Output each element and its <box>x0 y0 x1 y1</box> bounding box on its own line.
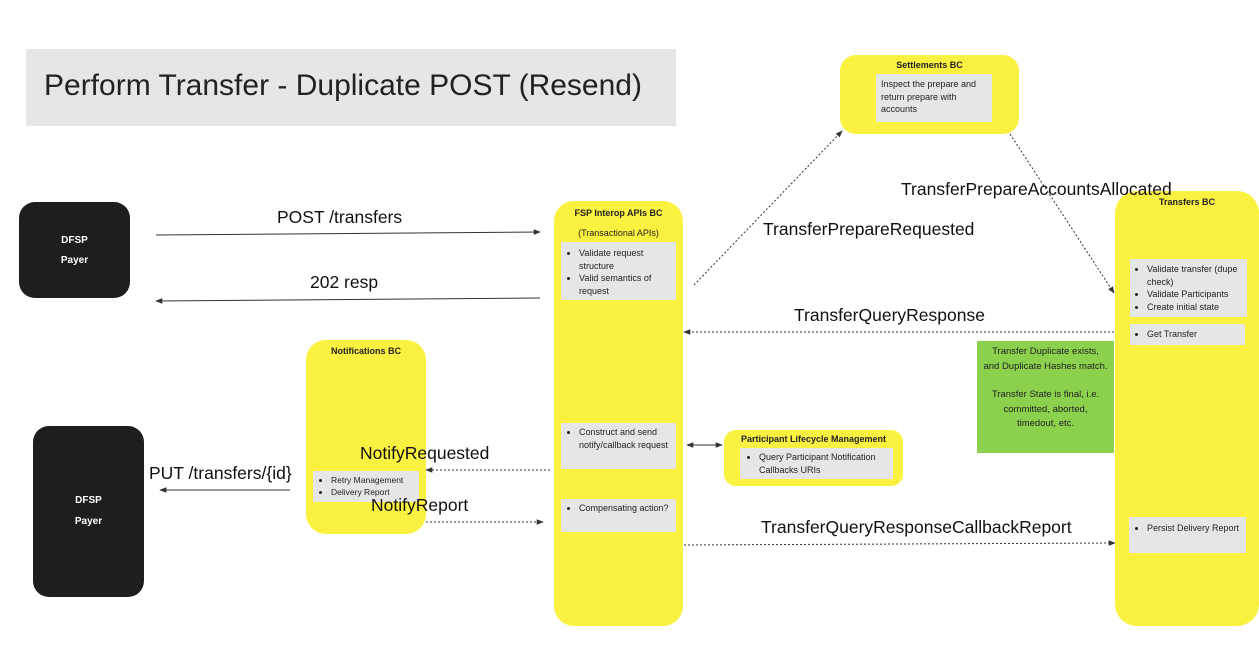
compensating-action-card: Compensating action? <box>561 499 676 532</box>
put-transfers-label: PUT /transfers/{id} <box>149 463 292 483</box>
title-banner <box>26 49 676 126</box>
list-item: Persist Delivery Report <box>1147 522 1242 535</box>
inspect-prepare-card: Inspect the prepare and return prepare w… <box>876 74 992 122</box>
notify-requested-label: NotifyRequested <box>360 443 490 463</box>
notifications-bc[interactable]: Notifications BC Retry Management Delive… <box>306 340 426 534</box>
participant-title: Participant Lifecycle Management <box>740 434 887 444</box>
retry-management-card: Retry Management Delivery Report <box>313 471 419 502</box>
transfers-title: Transfers BC <box>1158 197 1216 207</box>
list-item: Delivery Report <box>331 486 415 498</box>
page-title: Perform Transfer - Duplicate POST (Resen… <box>44 69 642 102</box>
participant-lifecycle-management[interactable]: Participant Lifecycle Management Query P… <box>724 430 903 486</box>
dfsp-label: DFSP <box>75 495 102 506</box>
prepare-requested-arrow <box>693 130 843 286</box>
fsp-interop-title: FSP Interop APIs BC <box>574 208 663 218</box>
dfsp-payer-top[interactable]: DFSP Payer <box>19 202 130 298</box>
duplicate-note: Transfer Duplicate exists, and Duplicate… <box>977 341 1114 453</box>
query-response-label: TransferQueryResponse <box>794 305 985 325</box>
note-line-1: Transfer Duplicate exists, and Duplicate… <box>983 346 1108 372</box>
callback-report-arrow <box>683 540 1116 546</box>
validate-transfer-card: Validate transfer (dupe check) Validate … <box>1130 259 1247 317</box>
construct-notify-card: Construct and send notify/callback reque… <box>561 423 676 469</box>
get-transfer-card: Get Transfer <box>1130 324 1245 345</box>
resp-202-arrow <box>155 297 541 304</box>
list-item: Validate Participants <box>1147 288 1244 301</box>
accounts-allocated-arrow <box>1009 133 1115 294</box>
list-item: Retry Management <box>331 474 415 486</box>
list-item: Validate request structure <box>579 247 672 272</box>
resp-202-label: 202 resp <box>310 272 379 292</box>
list-item: Query Participant Notification Callbacks… <box>759 451 888 476</box>
query-participant-card: Query Participant Notification Callbacks… <box>740 448 893 479</box>
settlements-bc[interactable]: Settlements BC Inspect the prepare and r… <box>840 55 1019 134</box>
validate-request-card: Validate request structure Valid semanti… <box>561 242 676 300</box>
notifications-title: Notifications BC <box>330 346 401 356</box>
list-item: Construct and send notify/callback reque… <box>579 426 672 451</box>
settlements-title: Settlements BC <box>896 60 963 70</box>
notify-report-label: NotifyReport <box>371 495 469 515</box>
payer-label: Payer <box>60 255 89 266</box>
list-item: Compensating action? <box>579 502 672 515</box>
list-item: Validate transfer (dupe check) <box>1147 263 1244 288</box>
transfers-bc[interactable]: Transfers BC Validate transfer (dupe che… <box>1115 191 1259 626</box>
payer-label: Payer <box>74 516 103 527</box>
post-transfers-arrow <box>155 229 541 236</box>
fsp-interop-apis-bc[interactable]: FSP Interop APIs BC (Transactional APIs)… <box>554 201 683 626</box>
callback-report-label: TransferQueryResponseCallbackReport <box>761 517 1072 537</box>
accounts-allocated-label: TransferPrepareAccountsAllocated <box>901 179 1172 199</box>
prepare-requested-label: TransferPrepareRequested <box>763 219 975 239</box>
card-text: Inspect the prepare and return prepare w… <box>881 79 977 114</box>
list-item: Get Transfer <box>1147 328 1242 341</box>
note-line-2: Transfer State is final, i.e. committed,… <box>991 389 1100 429</box>
dfsp-payer-bottom[interactable]: DFSP Payer <box>33 426 144 597</box>
persist-delivery-card: Persist Delivery Report <box>1129 517 1246 553</box>
fsp-interop-subtitle: (Transactional APIs) <box>578 228 659 238</box>
post-transfers-label: POST /transfers <box>277 207 403 227</box>
dfsp-label: DFSP <box>61 235 88 246</box>
list-item: Create initial state <box>1147 301 1244 314</box>
list-item: Valid semantics of request <box>579 272 672 297</box>
